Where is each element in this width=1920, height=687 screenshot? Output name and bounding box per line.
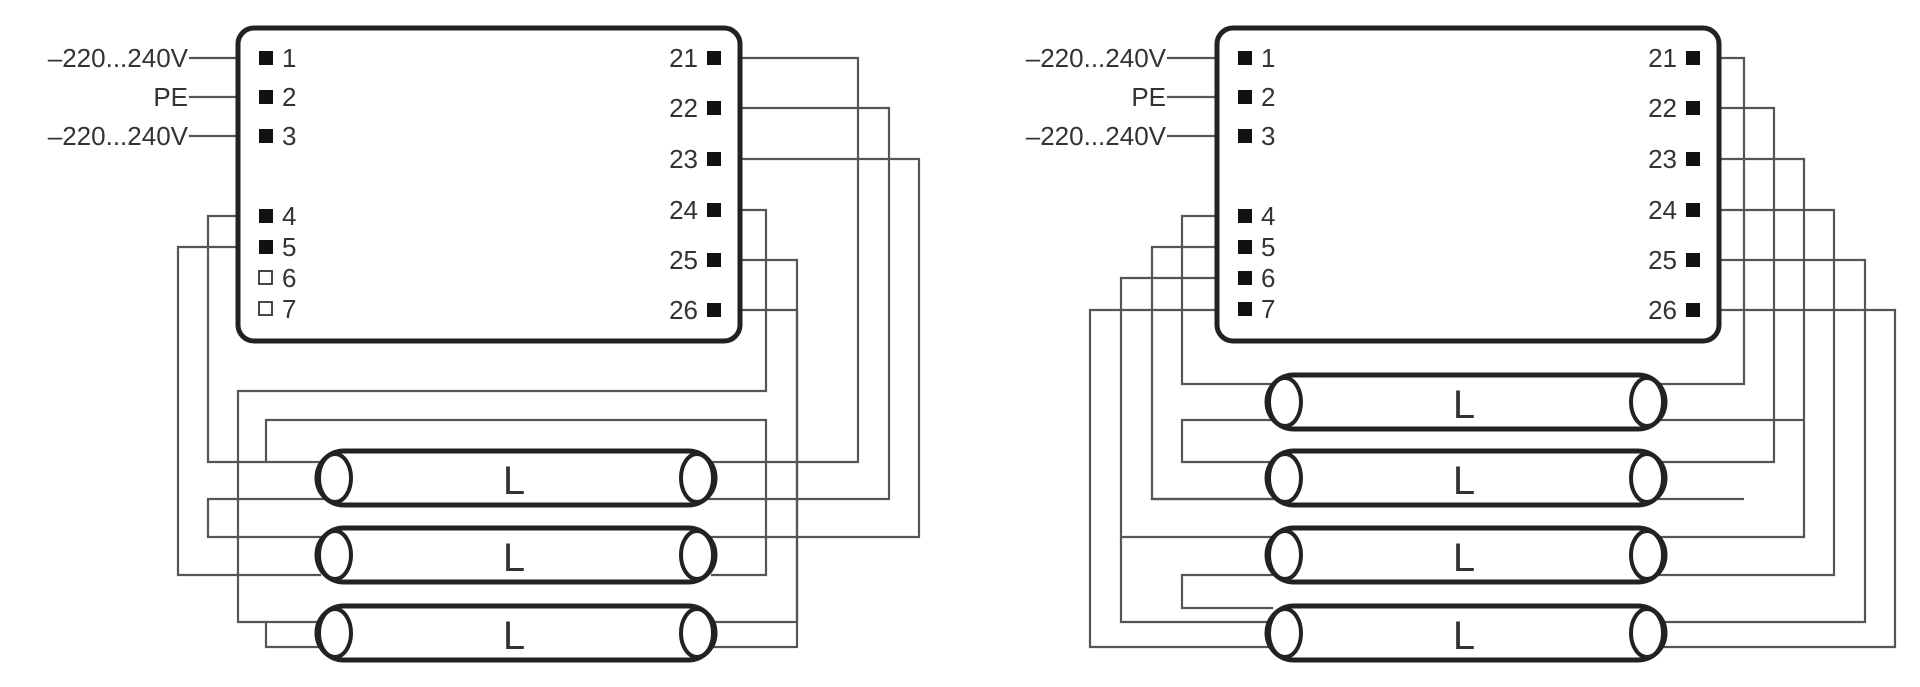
pin-label-6: 6 [1261,263,1275,293]
pin-label-7: 7 [1261,294,1275,324]
wire-6 [1119,276,1274,539]
lamp-left-1: L [314,448,718,508]
wire-link-1 [1180,418,1804,464]
pin-label-3: 3 [1261,121,1275,151]
supply-label-3: –220...240V [48,121,189,151]
pin-label-5: 5 [282,232,296,262]
wire-24 [236,208,768,624]
wire-link [264,418,768,577]
lamp-right-1: L [1264,372,1668,432]
pin-label-4: 4 [282,201,296,231]
pin-label-7: 7 [282,294,296,324]
lamp-label: L [1453,459,1475,503]
lamp-label: L [1453,383,1475,427]
pin-label-6: 6 [282,263,296,293]
lamp-label: L [503,614,525,658]
lamp-label: L [503,536,525,580]
pin-label-26: 26 [669,295,698,325]
lamp-right-4: L [1264,603,1668,663]
terminal-22 [1686,101,1700,115]
diagram-left: –220...240V PE –220...240V 1 2 3 4 5 6 7… [48,25,921,663]
wire-4 [206,214,322,464]
pin-label-23: 23 [1648,144,1677,174]
lamp-left-2: L [314,525,718,585]
terminal-2 [259,90,273,104]
terminal-23 [1686,152,1700,166]
pin-label-3: 3 [282,121,296,151]
supply-label-1: –220...240V [48,43,189,73]
terminal-5 [259,240,273,254]
pin-label-25: 25 [669,245,698,275]
wire-link-3 [1180,573,1274,610]
terminal-6-unused [258,270,273,285]
pin-label-24: 24 [1648,195,1677,225]
terminal-4 [259,209,273,223]
terminal-1 [1238,51,1252,65]
pin-label-5: 5 [1261,232,1275,262]
terminal-7-unused [258,301,273,316]
lamp-right-2: L [1264,448,1668,508]
supply-label-3: –220...240V [1026,121,1167,151]
wire-23 [1658,157,1806,539]
pin-label-1: 1 [282,43,296,73]
supply-label-pe: PE [1131,82,1166,112]
pin-label-4: 4 [1261,201,1275,231]
terminal-21 [1686,51,1700,65]
terminal-3 [1238,129,1252,143]
wire-22 [1658,106,1776,464]
pin-label-23: 23 [669,144,698,174]
pin-label-1: 1 [1261,43,1275,73]
pin-label-21: 21 [1648,43,1677,73]
pin-label-2: 2 [1261,82,1275,112]
terminal-6 [1238,271,1252,285]
terminal-24 [1686,203,1700,217]
pin-label-2: 2 [282,82,296,112]
terminal-4 [1238,209,1252,223]
terminal-21 [707,51,721,65]
terminal-26 [707,303,721,317]
diagram-right: –220...240V PE –220...240V 1 2 3 4 5 6 7… [1026,25,1897,663]
wire-26 [264,308,799,649]
wire-5 [176,245,322,577]
lamp-left-3: L [314,603,718,663]
terminal-25 [1686,253,1700,267]
terminal-25 [707,253,721,267]
pin-label-22: 22 [1648,93,1677,123]
wire-link-4 [1119,535,1274,624]
terminal-3 [259,129,273,143]
pin-label-21: 21 [669,43,698,73]
wire-23 [705,157,921,539]
ballast-box-left [235,25,743,344]
lamp-right-3: L [1264,525,1668,585]
terminal-26 [1686,303,1700,317]
wire-4 [1180,214,1274,386]
pin-label-22: 22 [669,93,698,123]
terminal-23 [707,152,721,166]
pin-label-25: 25 [1648,245,1677,275]
wire-25 [1658,258,1867,624]
supply-label-pe: PE [153,82,188,112]
supply-label-1: –220...240V [1026,43,1167,73]
terminal-7 [1238,302,1252,316]
wire-21 [705,56,860,464]
pin-label-24: 24 [669,195,698,225]
terminal-5 [1238,240,1252,254]
terminal-22 [707,101,721,115]
lamp-label: L [1453,536,1475,580]
terminal-1 [259,51,273,65]
lamp-label: L [1453,614,1475,658]
pin-label-26: 26 [1648,295,1677,325]
terminal-24 [707,203,721,217]
lamp-label: L [503,459,525,503]
ballast-box-right [1214,25,1722,344]
wire-24 [1658,208,1836,577]
terminal-2 [1238,90,1252,104]
